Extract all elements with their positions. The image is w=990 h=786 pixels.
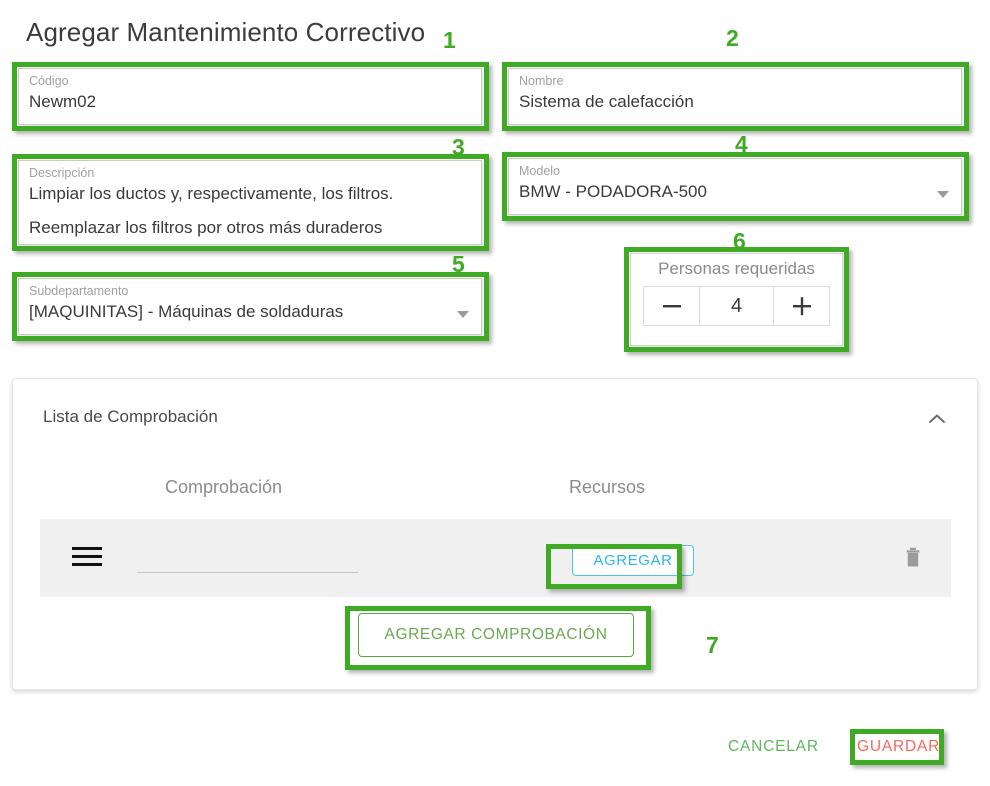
codigo-field[interactable]: Código Newm02	[18, 68, 482, 125]
codigo-value: Newm02	[29, 92, 97, 111]
comprobacion-input[interactable]	[137, 551, 358, 573]
decrement-button[interactable]	[644, 287, 699, 325]
personas-requeridas-label: Personas requeridas	[658, 259, 815, 278]
annotation-number-3: 3	[452, 134, 465, 160]
personas-value[interactable]: 4	[699, 287, 774, 325]
chevron-down-icon	[937, 191, 949, 198]
agregar-recurso-button[interactable]: AGREGAR	[572, 545, 694, 576]
modelo-value: BMW - PODADORA-500	[519, 182, 707, 201]
table-row: AGREGAR	[40, 519, 951, 597]
nombre-label: Nombre	[519, 74, 564, 88]
agregar-comprobacion-button[interactable]: AGREGAR COMPROBACIÓN	[358, 613, 634, 657]
trash-icon[interactable]	[904, 547, 922, 569]
personas-requeridas-group: Personas requeridas 4	[630, 253, 843, 346]
modelo-select[interactable]: Modelo BMW - PODADORA-500	[508, 158, 962, 215]
drag-handle-icon[interactable]	[72, 547, 102, 567]
chevron-down-icon	[457, 311, 469, 318]
personas-stepper: 4	[643, 286, 830, 326]
subdepartamento-select[interactable]: Subdepartamento [MAQUINITAS] - Máquinas …	[18, 278, 482, 335]
annotation-number-1: 1	[443, 27, 456, 53]
descripcion-line-1: Limpiar los ductos y, respectivamente, l…	[29, 184, 394, 203]
annotation-number-6: 6	[733, 228, 746, 254]
page-title: Agregar Mantenimiento Correctivo	[26, 17, 426, 47]
annotation-number-2: 2	[726, 25, 739, 51]
descripcion-label: Descripción	[29, 166, 95, 180]
chevron-up-icon[interactable]	[927, 412, 947, 426]
checklist-title: Lista de Comprobación	[43, 407, 218, 426]
descripcion-field[interactable]: Descripción Limpiar los ductos y, respec…	[18, 160, 482, 245]
column-header-comprobacion: Comprobación	[165, 477, 283, 497]
nombre-field[interactable]: Nombre Sistema de calefacción	[508, 68, 962, 125]
descripcion-line-2: Reemplazar los filtros por otros más dur…	[29, 218, 383, 237]
subdepartamento-value: [MAQUINITAS] - Máquinas de soldaduras	[29, 302, 344, 321]
annotation-number-4: 4	[735, 131, 748, 157]
annotation-number-7: 7	[706, 632, 719, 658]
annotation-number-5: 5	[452, 251, 465, 277]
subdepartamento-label: Subdepartamento	[29, 284, 129, 298]
modelo-label: Modelo	[519, 164, 560, 178]
column-header-recursos: Recursos	[569, 477, 646, 497]
codigo-label: Código	[29, 74, 69, 88]
increment-button[interactable]	[774, 287, 829, 325]
save-button[interactable]: GUARDAR	[857, 738, 941, 755]
checklist-card: Lista de Comprobación Comprobación Recur…	[12, 378, 978, 690]
nombre-value: Sistema de calefacción	[519, 92, 694, 111]
cancel-button[interactable]: CANCELAR	[728, 738, 819, 755]
